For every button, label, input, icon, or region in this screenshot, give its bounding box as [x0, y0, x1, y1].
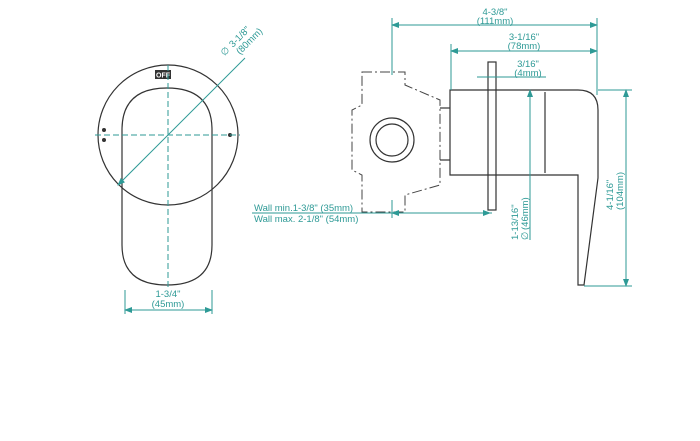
wall-plate [487, 61, 497, 211]
valve-inlet-inner [375, 123, 409, 157]
projection-inches: 3-1/16" [509, 32, 539, 43]
indicator-dot [102, 128, 106, 132]
front-view: OFF ∅ 3-1/8" (80mm) 1-3/4" (45mm) [95, 25, 265, 314]
valve-body-hidden [351, 71, 441, 213]
plate-thickness-mm: (4mm) [514, 68, 541, 79]
height-inches: 4-1/16" [605, 180, 616, 210]
body-diameter-mm: (46mm) [520, 197, 531, 230]
overall-depth-mm: (111mm) [477, 16, 514, 27]
body-diameter-inches: 1-13/16" [510, 204, 521, 240]
handle-outline [121, 87, 213, 286]
side-view: 4-3/8" (111mm) 3-1/16" (78mm) 3/16" (4mm… [252, 7, 632, 287]
width-mm: (45mm) [152, 299, 185, 310]
body-diameter-symbol: ∅ [520, 232, 531, 240]
wall-max-label: Wall max. 2-1/8" (54mm) [254, 214, 358, 225]
projection-mm: (78mm) [508, 41, 541, 52]
indicator-dot [102, 138, 106, 142]
wall-min-label: Wall min.1-3/8" (35mm) [254, 203, 353, 214]
width-inches: 1-3/4" [155, 289, 180, 300]
off-marker [155, 70, 171, 79]
overall-depth-inches: 4-3/8" [482, 7, 507, 18]
diameter-dimension-line [117, 57, 246, 186]
plate-thickness-inches: 3/16" [517, 59, 539, 70]
height-mm: (104mm) [615, 172, 626, 210]
handle-body [449, 89, 599, 286]
off-label: OFF [156, 73, 171, 80]
valve-inlet [369, 117, 415, 163]
diameter-symbol: ∅ [219, 45, 233, 59]
